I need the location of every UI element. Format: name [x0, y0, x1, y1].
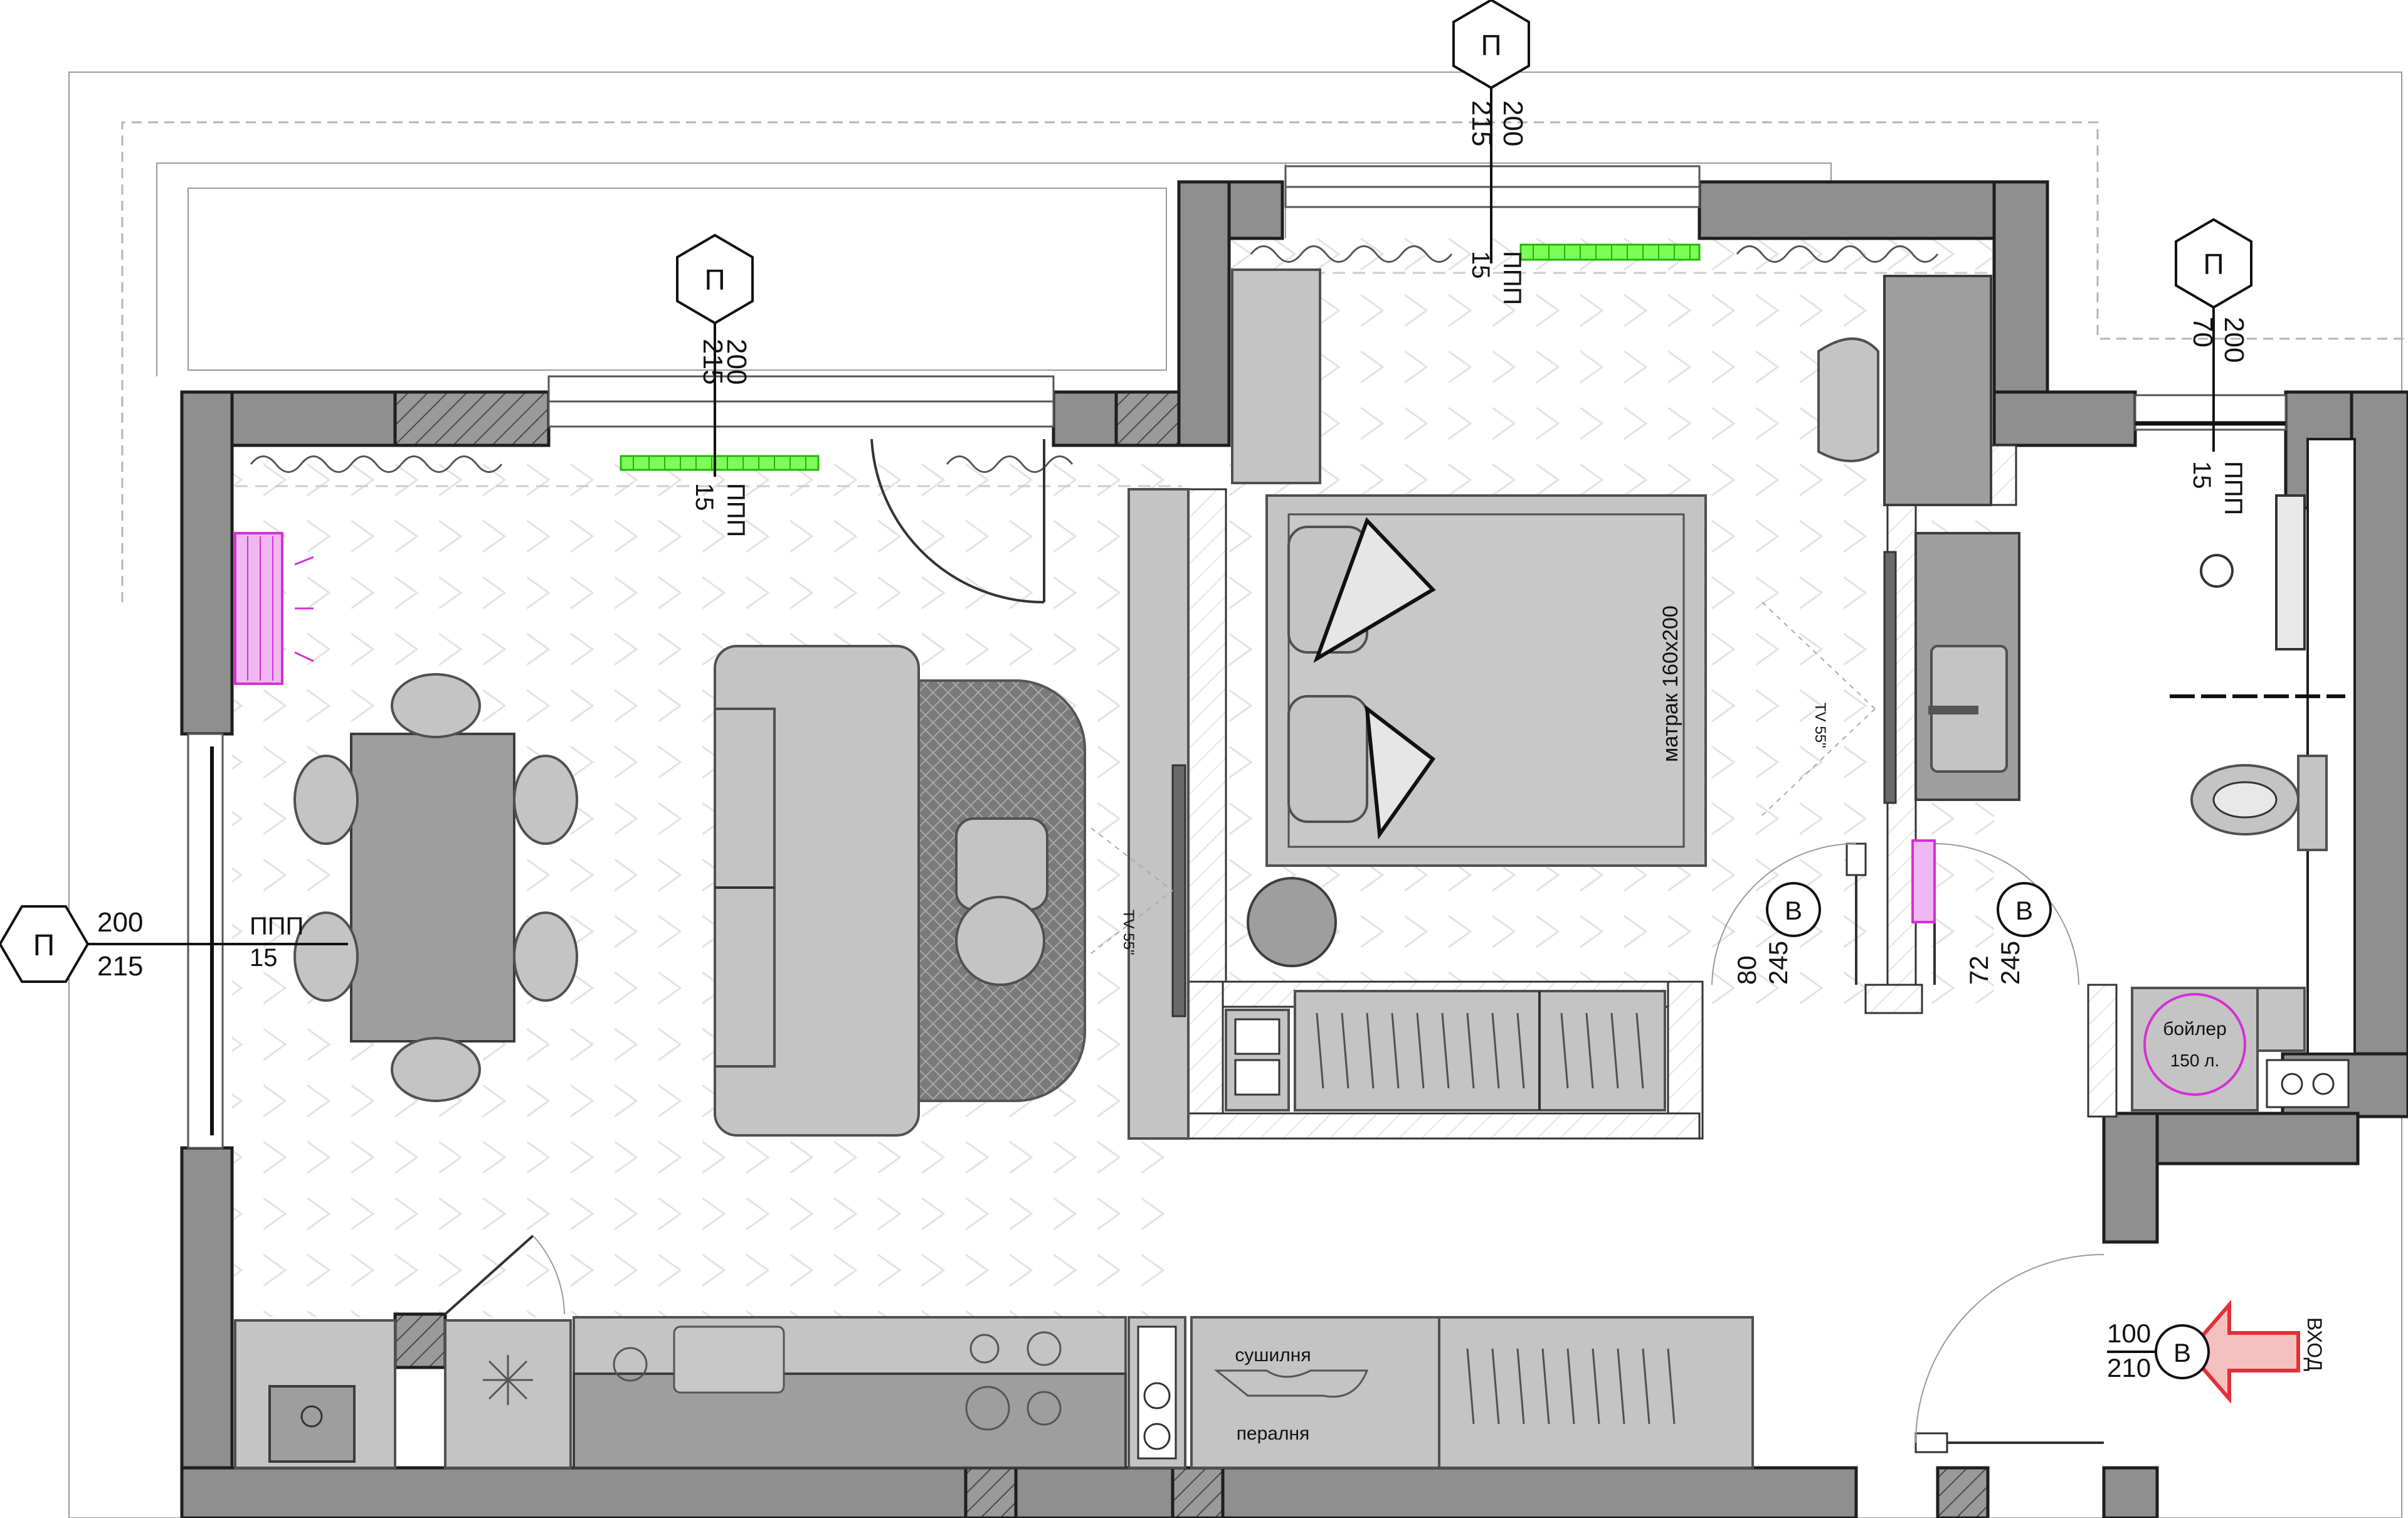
- boiler-volume: 150 л.: [2170, 1051, 2220, 1070]
- door-bathroom-letter: В: [2015, 896, 2033, 925]
- boiler-label: бойлер: [2163, 1019, 2227, 1039]
- marker-living: П 200 215 ППП 15: [676, 233, 754, 537]
- ac-unit-living: [234, 532, 314, 685]
- tv-cabinet-living: [1090, 488, 1190, 1140]
- shower: [2170, 494, 2345, 698]
- marker-bedroom: П 200 215 ППП 15: [1452, 0, 1530, 305]
- door-marker-bathroom: В 72 245: [1964, 882, 2052, 985]
- door-marker-bedroom: В 80 245: [1732, 882, 1821, 985]
- marker-bath-note: ППП: [2219, 461, 2247, 515]
- boiler: [2131, 987, 2306, 1112]
- door-bedroom-top: 80: [1732, 955, 1761, 985]
- marker-left-note: ППП: [250, 913, 304, 940]
- dryer-label: сушилня: [1235, 1345, 1311, 1366]
- marker-living-top: 200: [721, 339, 752, 385]
- bathroom-vanity: [1914, 532, 2020, 801]
- tv-living-label: TV 55": [1120, 910, 1137, 955]
- marker-bath-bottom: 70: [2187, 317, 2218, 348]
- coffee-table: [955, 817, 1048, 986]
- dining-chairs: [293, 673, 578, 1102]
- kitchen-counter: [234, 1316, 1754, 1469]
- dining-table: [350, 733, 515, 1043]
- washer-label: пералня: [1237, 1423, 1310, 1444]
- marker-bedroom-note-val: 15: [1467, 251, 1494, 279]
- walls: [180, 180, 2408, 1518]
- marker-left-bottom: 215: [97, 951, 143, 982]
- marker-living-letter: П: [704, 263, 725, 296]
- door-bathroom-bottom: 245: [1995, 941, 2025, 985]
- door-entrance-top: 100: [2107, 1319, 2151, 1348]
- wardrobe-bedroom: [1225, 990, 1666, 1112]
- marker-bedroom-note: ППП: [1498, 251, 1526, 305]
- bed: [1265, 494, 1707, 867]
- door-entrance-letter: В: [2173, 1338, 2191, 1367]
- toilet: [2190, 755, 2328, 851]
- curtains: [235, 245, 1991, 487]
- marker-left-letter: П: [33, 929, 55, 962]
- marker-living-note: ППП: [722, 483, 749, 537]
- desk: [1817, 275, 1992, 506]
- bedroom-side-cabinet: [1231, 268, 1321, 484]
- nightstand-stool: [1247, 877, 1337, 967]
- towel-heater: [1911, 839, 1936, 923]
- sofa: [714, 645, 920, 1137]
- stove-bathroom: [2266, 1059, 2350, 1108]
- entrance-label: ВХОД: [2303, 1317, 2326, 1371]
- marker-bedroom-bottom: 215: [1466, 100, 1497, 146]
- door-bedroom-letter: В: [1785, 896, 1802, 925]
- bedroom-door[interactable]: [1711, 842, 1867, 985]
- marker-bath-top: 200: [2219, 317, 2249, 363]
- marker-left: П 200 215 ППП 15: [0, 905, 348, 983]
- door-bathroom-top: 72: [1964, 955, 1993, 985]
- marker-living-note-val: 15: [690, 483, 718, 511]
- door-marker-entrance: В 100 210: [2107, 1319, 2210, 1383]
- marker-bath-note-val: 15: [2188, 461, 2215, 489]
- marker-left-top: 200: [97, 907, 143, 938]
- tv-bedroom: [1761, 551, 1897, 816]
- door-entrance-bottom: 210: [2107, 1353, 2151, 1383]
- radiator-bedroom: [1519, 243, 1701, 261]
- marker-living-bottom: 215: [697, 339, 728, 385]
- marker-bedroom-top: 200: [1497, 100, 1528, 146]
- windows: [187, 165, 2287, 1149]
- kitchen-door[interactable]: [444, 1234, 565, 1315]
- mattress-label: матрак 160х200: [1659, 605, 1682, 762]
- tv-bedroom-label: TV 55": [1812, 703, 1829, 748]
- door-bedroom-bottom: 245: [1763, 941, 1793, 985]
- marker-bath: П 200 70 ППП 15: [2175, 218, 2252, 515]
- marker-bath-letter: П: [2203, 248, 2224, 280]
- entrance-arrow: [2186, 1299, 2300, 1404]
- balcony-door[interactable]: [870, 438, 1045, 604]
- entrance-door[interactable]: [1914, 1254, 2104, 1453]
- marker-bedroom-letter: П: [1481, 29, 1501, 61]
- marker-left-note-val: 15: [250, 944, 278, 972]
- radiator-living: [620, 455, 820, 471]
